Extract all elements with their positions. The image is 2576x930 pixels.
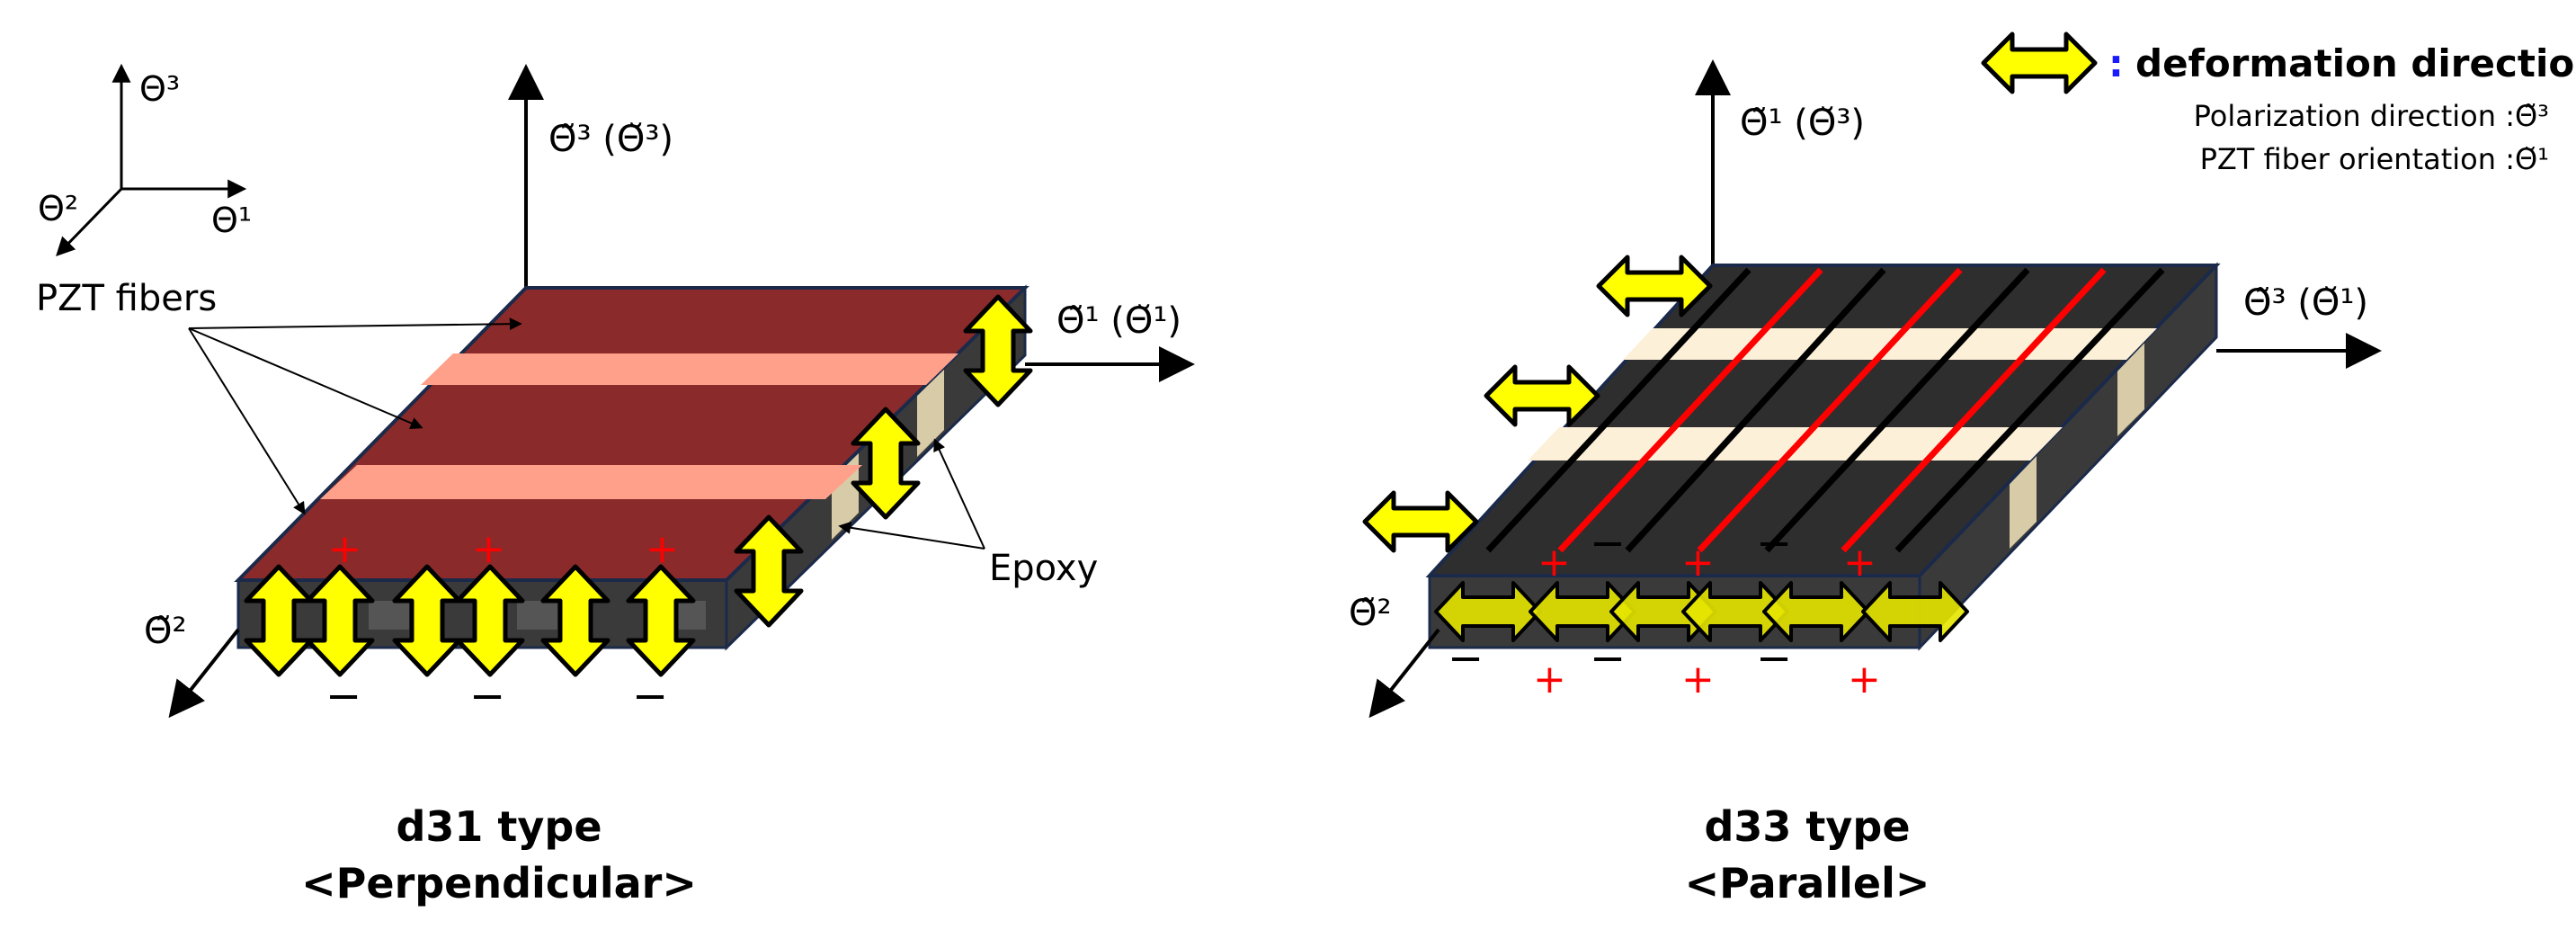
right-minus-top-1: −: [1590, 518, 1626, 568]
legend-line2: Polarization direction :Θ̃³: [2194, 99, 2549, 133]
right-plus-bot-3: +: [1848, 657, 1881, 702]
left-axis-front-label: Θ̃²: [144, 611, 187, 652]
theta3-label: Θ³: [139, 69, 180, 109]
right-axis-front-label: Θ̃²: [1349, 593, 1392, 634]
legend-title: deformation direction: [2135, 41, 2576, 85]
left-axis-front: [168, 628, 240, 719]
right-plus-bot-2: +: [1681, 657, 1715, 702]
right-plus-top-3: +: [1843, 540, 1876, 586]
right-minus-bot-2: −: [1590, 633, 1626, 684]
left-caption-line2: <Perpendicular>: [301, 859, 697, 908]
left-plus-1: +: [328, 526, 361, 572]
left-plus-3: +: [646, 526, 679, 572]
right-axis-right-label: Θ̃³ (Θ̆¹): [2243, 282, 2368, 324]
right-caption-line1: d33 type: [1704, 802, 1910, 851]
right-axis-front: [1368, 628, 1440, 719]
left-minus-2: −: [469, 671, 505, 721]
left-minus-1: −: [325, 671, 361, 721]
d33-diagram: + + + + + + − − − − − Θ̃¹ (Θ̆³) Θ̃³ (Θ̆¹…: [1349, 59, 2382, 908]
right-epoxy-side-2: [2010, 454, 2037, 549]
legend-colon: :: [2108, 41, 2124, 85]
left-axis-up-label: Θ̃³ (Θ̆³): [548, 119, 673, 160]
right-caption-line2: <Parallel>: [1685, 859, 1930, 908]
reference-coordinate-system: Θ³ Θ² Θ¹: [38, 63, 252, 257]
right-plus-top-2: +: [1681, 540, 1715, 586]
left-stripe-2: [320, 465, 862, 499]
deformation-arrow-legend-icon: [1983, 34, 2095, 92]
left-minus-3: −: [632, 671, 668, 721]
left-epoxy-label: Epoxy: [989, 548, 1098, 589]
right-minus-bot-3: −: [1756, 633, 1792, 684]
left-caption-line1: d31 type: [396, 802, 602, 851]
right-plus-bot-1: +: [1533, 657, 1566, 702]
legend-line3: PZT fiber orientation :Θ̆¹: [2200, 142, 2549, 176]
d31-diagram: + + + − − − PZT fibers Epoxy Θ̃³ (Θ̆³) Θ…: [36, 64, 1195, 908]
right-minus-top-2: −: [1756, 518, 1792, 568]
right-plus-top-1: +: [1538, 540, 1571, 586]
right-epoxy-side-1: [2117, 342, 2144, 436]
left-plus-2: +: [472, 526, 505, 572]
left-stripe-1: [421, 353, 958, 385]
theta1-label: Θ¹: [211, 201, 252, 240]
right-front-arrows: [1434, 581, 1969, 642]
left-axis-right-label: Θ̃¹ (Θ̆¹): [1056, 300, 1181, 342]
legend: : deformation direction Polarization dir…: [1983, 34, 2576, 176]
right-minus-bot-1: −: [1448, 633, 1484, 684]
theta2-label: Θ²: [38, 189, 78, 228]
right-axis-up-label: Θ̃¹ (Θ̆³): [1740, 103, 1865, 144]
left-pzt-label: PZT fibers: [36, 278, 217, 319]
